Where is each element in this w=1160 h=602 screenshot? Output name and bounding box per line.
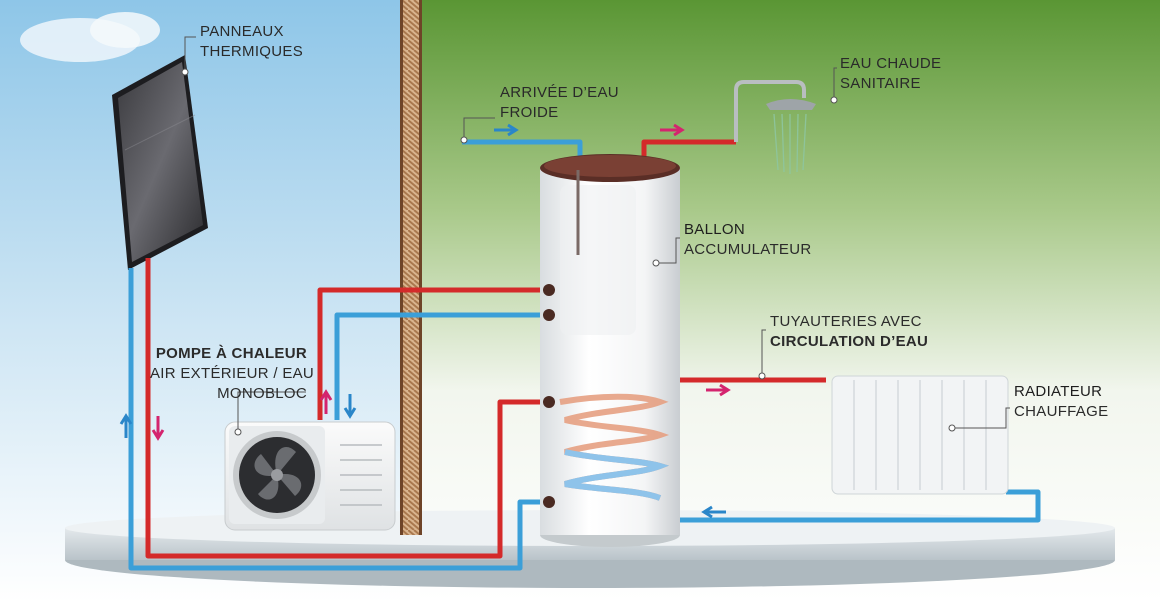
leader-lines — [184, 36, 1010, 432]
cloud — [90, 12, 160, 48]
solar-panel-icon — [112, 55, 208, 270]
label-eau-chaude-line2: SANITAIRE — [840, 75, 921, 92]
cold-pipe — [128, 268, 548, 571]
flow-arrow-icon — [119, 123, 731, 519]
label-arrivee-line2: FROIDE — [500, 104, 559, 121]
radiator-return-pipe — [680, 489, 1041, 523]
label-arrivee-line1: ARRIVÉE D’EAU — [500, 84, 619, 101]
fan-icon — [254, 446, 302, 500]
storage-tank-icon — [540, 154, 680, 547]
radiator-icon — [831, 375, 1009, 495]
label-eau-chaude: EAU CHAUDE SANITAIRE — [840, 54, 941, 94]
label-eau-chaude-line1: EAU CHAUDE — [840, 55, 942, 72]
label-radiateur-line1: RADIATEUR — [1014, 383, 1103, 400]
label-tuyauteries-line1: TUYAUTERIES AVEC — [770, 313, 922, 330]
label-tuyauteries: TUYAUTERIES AVEC CIRCULATION D’EAU — [770, 312, 928, 352]
leader-dots — [181, 68, 956, 436]
label-pompe: POMPE À CHALEUR AIR EXTÉRIEUR / EAU MONO… — [150, 344, 315, 404]
label-panneaux-line1: PANNEAUX — [200, 23, 284, 40]
label-pompe-line2: AIR EXTÉRIEUR / EAU — [150, 365, 315, 382]
cold-pipe — [334, 312, 548, 420]
label-pompe-line3: MONOBLOC — [217, 385, 307, 402]
label-panneaux-line2: THERMIQUES — [200, 43, 304, 60]
label-radiateur-line2: CHAUFFAGE — [1014, 403, 1109, 420]
label-pompe-line1: POMPE À CHALEUR — [155, 345, 307, 362]
label-ballon-line1: BALLON — [684, 221, 745, 238]
heat-pump-icon — [224, 421, 396, 531]
wall — [400, 0, 422, 535]
label-arrivee-eau: ARRIVÉE D’EAU FROIDE — [500, 83, 619, 123]
hot-pipe — [145, 258, 548, 559]
label-ballon: BALLON ACCUMULATEUR — [684, 220, 812, 260]
label-tuyauteries-line2: CIRCULATION D’EAU — [770, 333, 929, 350]
label-radiateur: RADIATEUR CHAUFFAGE — [1014, 382, 1108, 422]
hot-pipe — [317, 287, 548, 420]
pipes — [128, 139, 1041, 571]
label-ballon-line2: ACCUMULATEUR — [684, 241, 812, 258]
shower-head-icon — [734, 80, 816, 174]
label-panneaux: PANNEAUX THERMIQUES — [200, 22, 303, 62]
